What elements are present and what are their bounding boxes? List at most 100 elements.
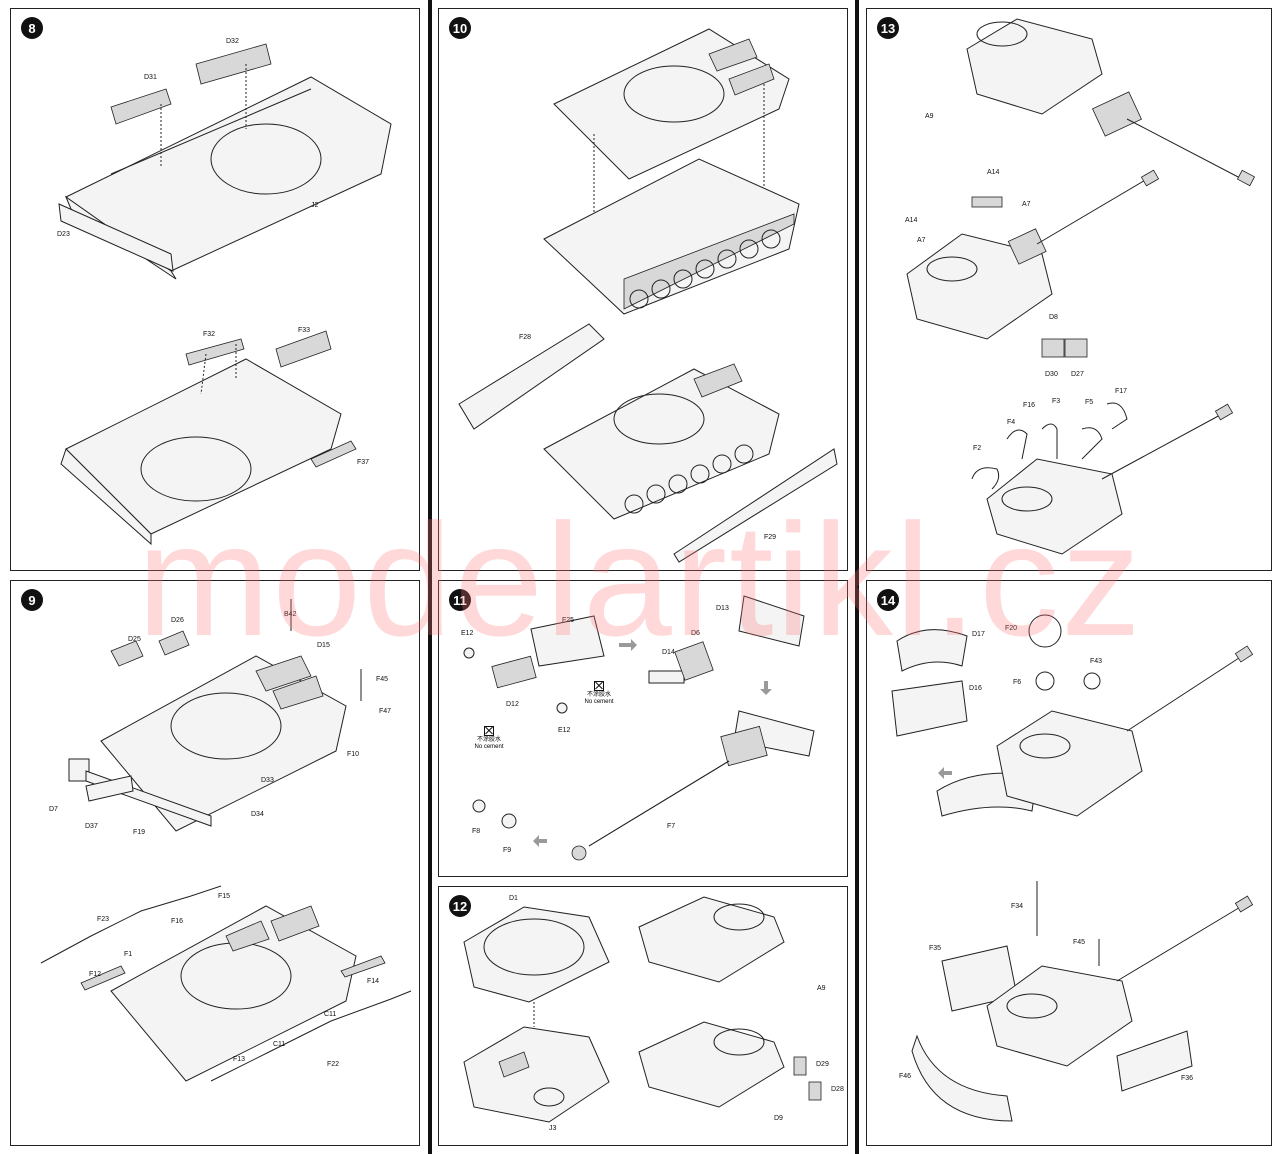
part-label: D12 xyxy=(506,701,519,708)
no-cement-icon xyxy=(594,681,604,691)
part-label: F47 xyxy=(379,708,392,715)
part-label: D25 xyxy=(128,636,141,643)
part-label: J3 xyxy=(549,1125,557,1132)
step-11-panel: 11 F25 D13 D6 D14 E12 E12 D12 F7 F8 F9 不… xyxy=(438,580,848,877)
part-label: D37 xyxy=(85,823,98,830)
no-cement-cn: 不涂胶水 xyxy=(586,692,611,698)
step-number: 10 xyxy=(449,17,471,39)
part-label: F23 xyxy=(97,916,110,923)
part-label: F34 xyxy=(1011,903,1024,910)
no-cement-en: No cement xyxy=(584,699,614,705)
step-number: 14 xyxy=(877,589,899,611)
part-label: D32 xyxy=(226,38,239,45)
part-label: J2 xyxy=(311,202,319,209)
part-label: D16 xyxy=(969,685,982,692)
part-label: A14 xyxy=(987,169,1000,176)
step-13-panel: 13 A9 A14 A14 A7 A7 D8 D30 D27 F16 F3 F5… xyxy=(866,8,1272,571)
no-cement-cn: 不涂胶水 xyxy=(476,737,501,743)
gun-mantlet-drawing xyxy=(463,595,815,861)
hull-interior-drawing xyxy=(58,43,392,546)
part-label: D31 xyxy=(144,74,157,81)
part-label: D1 xyxy=(509,895,518,902)
part-label: F32 xyxy=(203,331,216,338)
part-label: F45 xyxy=(1073,939,1086,946)
part-label: E12 xyxy=(461,630,474,637)
part-label: D34 xyxy=(251,811,264,818)
part-label: F8 xyxy=(472,828,481,835)
column-separator-right xyxy=(855,0,859,1154)
part-label: F25 xyxy=(562,617,575,624)
part-label: A7 xyxy=(1022,201,1031,208)
no-cement-note: 不涂胶水 No cement xyxy=(469,726,509,751)
part-label: F45 xyxy=(376,676,389,683)
no-cement-en: No cement xyxy=(474,744,504,750)
step-10-panel: 10 F28 F29 xyxy=(438,8,848,571)
part-label: F43 xyxy=(1090,658,1103,665)
part-label: F28 xyxy=(519,334,532,341)
part-label: D15 xyxy=(317,642,330,649)
part-label: D13 xyxy=(716,605,729,612)
turret-skirt-drawing xyxy=(891,614,1254,1122)
part-label: F37 xyxy=(357,459,370,466)
part-label: F5 xyxy=(1085,399,1094,406)
part-label: F16 xyxy=(1023,402,1036,409)
part-label: D23 xyxy=(57,231,70,238)
part-label: F20 xyxy=(1005,625,1018,632)
part-label: E12 xyxy=(558,727,571,734)
turret-detail-drawing xyxy=(906,18,1256,555)
step-number: 9 xyxy=(21,589,43,611)
no-cement-icon xyxy=(484,726,494,736)
part-label: F33 xyxy=(298,327,311,334)
part-label: D27 xyxy=(1071,371,1084,378)
part-label: F19 xyxy=(133,829,146,836)
part-label: F1 xyxy=(124,951,133,958)
step-12-panel: 12 D1 J3 A9 D29 D28 D9 xyxy=(438,886,848,1146)
part-label: F13 xyxy=(233,1056,246,1063)
part-label: C11 xyxy=(324,1011,337,1018)
part-label: C11 xyxy=(273,1041,286,1048)
part-label: D17 xyxy=(972,631,985,638)
part-label: A9 xyxy=(925,113,934,120)
no-cement-note: 不涂胶水 No cement xyxy=(579,681,619,706)
step-9-panel: 9 D25 D26 B42 D15 F45 F47 F10 D33 D34 D7… xyxy=(10,580,420,1146)
part-label: D9 xyxy=(774,1115,783,1122)
part-label: F35 xyxy=(929,945,942,952)
part-label: D26 xyxy=(171,617,184,624)
part-label: D8 xyxy=(1049,314,1058,321)
part-label: F7 xyxy=(667,823,676,830)
part-label: F17 xyxy=(1115,388,1128,395)
part-label: D28 xyxy=(831,1086,844,1093)
part-label: F14 xyxy=(367,978,380,985)
column-separator-left xyxy=(428,0,432,1154)
part-label: A9 xyxy=(817,985,826,992)
part-label: F29 xyxy=(764,534,777,541)
part-label: F9 xyxy=(503,847,512,854)
part-label: F15 xyxy=(218,893,231,900)
part-label: D33 xyxy=(261,777,274,784)
part-label: B42 xyxy=(284,611,297,618)
part-label: F6 xyxy=(1013,679,1022,686)
part-label: A14 xyxy=(905,217,918,224)
part-label: F22 xyxy=(327,1061,340,1068)
part-label: F2 xyxy=(973,445,982,452)
part-label: F4 xyxy=(1007,419,1016,426)
part-label: D30 xyxy=(1045,371,1058,378)
part-label: D14 xyxy=(662,649,675,656)
part-label: D7 xyxy=(49,806,58,813)
step-14-panel: 14 D17 F20 D16 F6 F43 F34 F45 F35 F46 F3… xyxy=(866,580,1272,1146)
step-number: 11 xyxy=(449,589,471,611)
part-label: F10 xyxy=(347,751,360,758)
step-number: 13 xyxy=(877,17,899,39)
step-8-panel: 8 D31 D32 J2 D23 F32 F33 F37 xyxy=(10,8,420,571)
part-label: F3 xyxy=(1052,398,1061,405)
turret-shell-drawing xyxy=(463,896,822,1123)
part-label: D6 xyxy=(691,630,700,637)
part-label: F46 xyxy=(899,1073,912,1080)
hull-top-drawing xyxy=(40,599,412,1082)
hull-assembly-drawing xyxy=(458,28,838,563)
part-label: F12 xyxy=(89,971,102,978)
part-label: A7 xyxy=(917,237,926,244)
step-number: 12 xyxy=(449,895,471,917)
part-label: F36 xyxy=(1181,1075,1194,1082)
part-label: D29 xyxy=(816,1061,829,1068)
